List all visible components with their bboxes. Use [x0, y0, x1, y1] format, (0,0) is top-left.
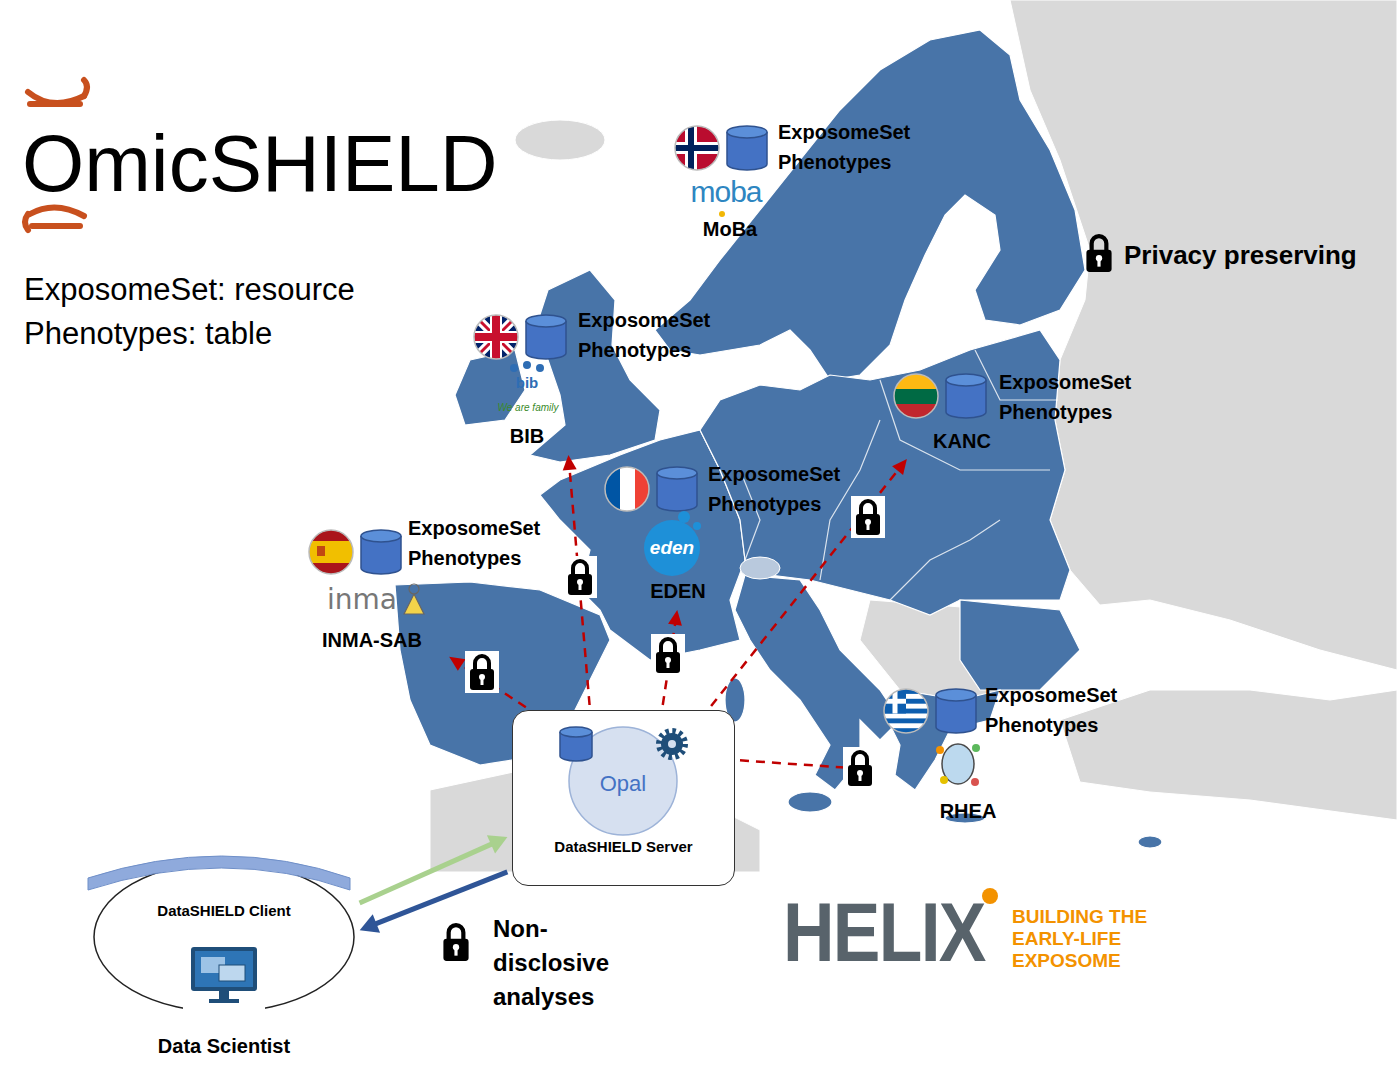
cohort-name: MoBa: [703, 217, 757, 241]
dataset-list: ExposomeSet Phenotypes: [985, 680, 1117, 740]
connector: [360, 835, 508, 903]
opal-label: Opal: [568, 770, 678, 798]
cohort-name: KANC: [933, 429, 991, 453]
flag-norway: [675, 126, 719, 170]
note-label: Non-disclosive analyses: [493, 912, 609, 1014]
server-label: DataSHIELD Server: [513, 837, 734, 857]
title: OmicSHIELD: [22, 124, 498, 204]
note-label: BUILDING THE EARLY-LIFE EXPOSOME: [1012, 906, 1152, 972]
arrow-head: [668, 610, 682, 626]
flag-spain: [309, 530, 353, 574]
cohort-name: EDEN: [650, 579, 706, 603]
note-label: eden: [650, 537, 694, 559]
connector-line: [360, 843, 495, 903]
dataset-list: ExposomeSet Phenotypes: [999, 367, 1131, 427]
dataset-list: ExposomeSet Phenotypes: [708, 459, 840, 519]
client-shape: [93, 860, 355, 1015]
dataset-list: ExposomeSet Phenotypes: [408, 513, 540, 573]
arrow-head: [892, 459, 907, 475]
note-label: Phenotypes: table: [24, 314, 272, 354]
cohort-site: ExposomeSet PhenotypesRHEA: [880, 678, 1122, 825]
flag-greece: [884, 689, 928, 733]
flag-lithuania: [894, 374, 938, 418]
arrow-head: [563, 455, 577, 471]
user-label: Data Scientist: [73, 1034, 375, 1058]
flag-france: [605, 467, 649, 511]
cohort-site: ExposomeSet PhenotypesKANC: [890, 365, 1136, 455]
cohort-site: ExposomeSet PhenotypesMoBa: [671, 115, 915, 243]
server-box: DataSHIELD Server Opal: [512, 710, 735, 886]
dataset-list: ExposomeSet Phenotypes: [578, 305, 710, 365]
client-ellipse: DataSHIELD ClientData Scientist: [93, 860, 355, 1060]
note-label: HELIX: [783, 890, 985, 974]
opal-circle: Opal: [568, 726, 678, 836]
cohort-site: ExposomeSet PhenotypesBIB: [470, 303, 715, 450]
client-label: DataSHIELD Client: [93, 901, 355, 921]
cohort-name: RHEA: [940, 799, 997, 823]
arrow-head: [449, 657, 465, 671]
connector: [449, 657, 526, 707]
cohort-site: ExposomeSet PhenotypesEDEN: [601, 457, 845, 605]
connector: [360, 872, 508, 933]
dataset-list: ExposomeSet Phenotypes: [778, 117, 910, 177]
arrow-head: [360, 914, 380, 933]
note-label: moba: [690, 175, 761, 209]
cohort-name: BIB: [510, 424, 544, 448]
connector-line: [373, 872, 507, 925]
note-label: We are family: [498, 402, 559, 414]
note-label: ExposomeSet: resource: [24, 270, 355, 310]
flag-uk: [474, 315, 518, 359]
note-label: Privacy preserving: [1124, 238, 1357, 272]
arrow-head: [487, 835, 508, 853]
note-label: bib: [516, 374, 539, 392]
cohort-site: ExposomeSet PhenotypesINMA-SAB: [305, 511, 545, 654]
cohort-name: INMA-SAB: [322, 628, 422, 652]
note-label: inma: [327, 584, 397, 616]
